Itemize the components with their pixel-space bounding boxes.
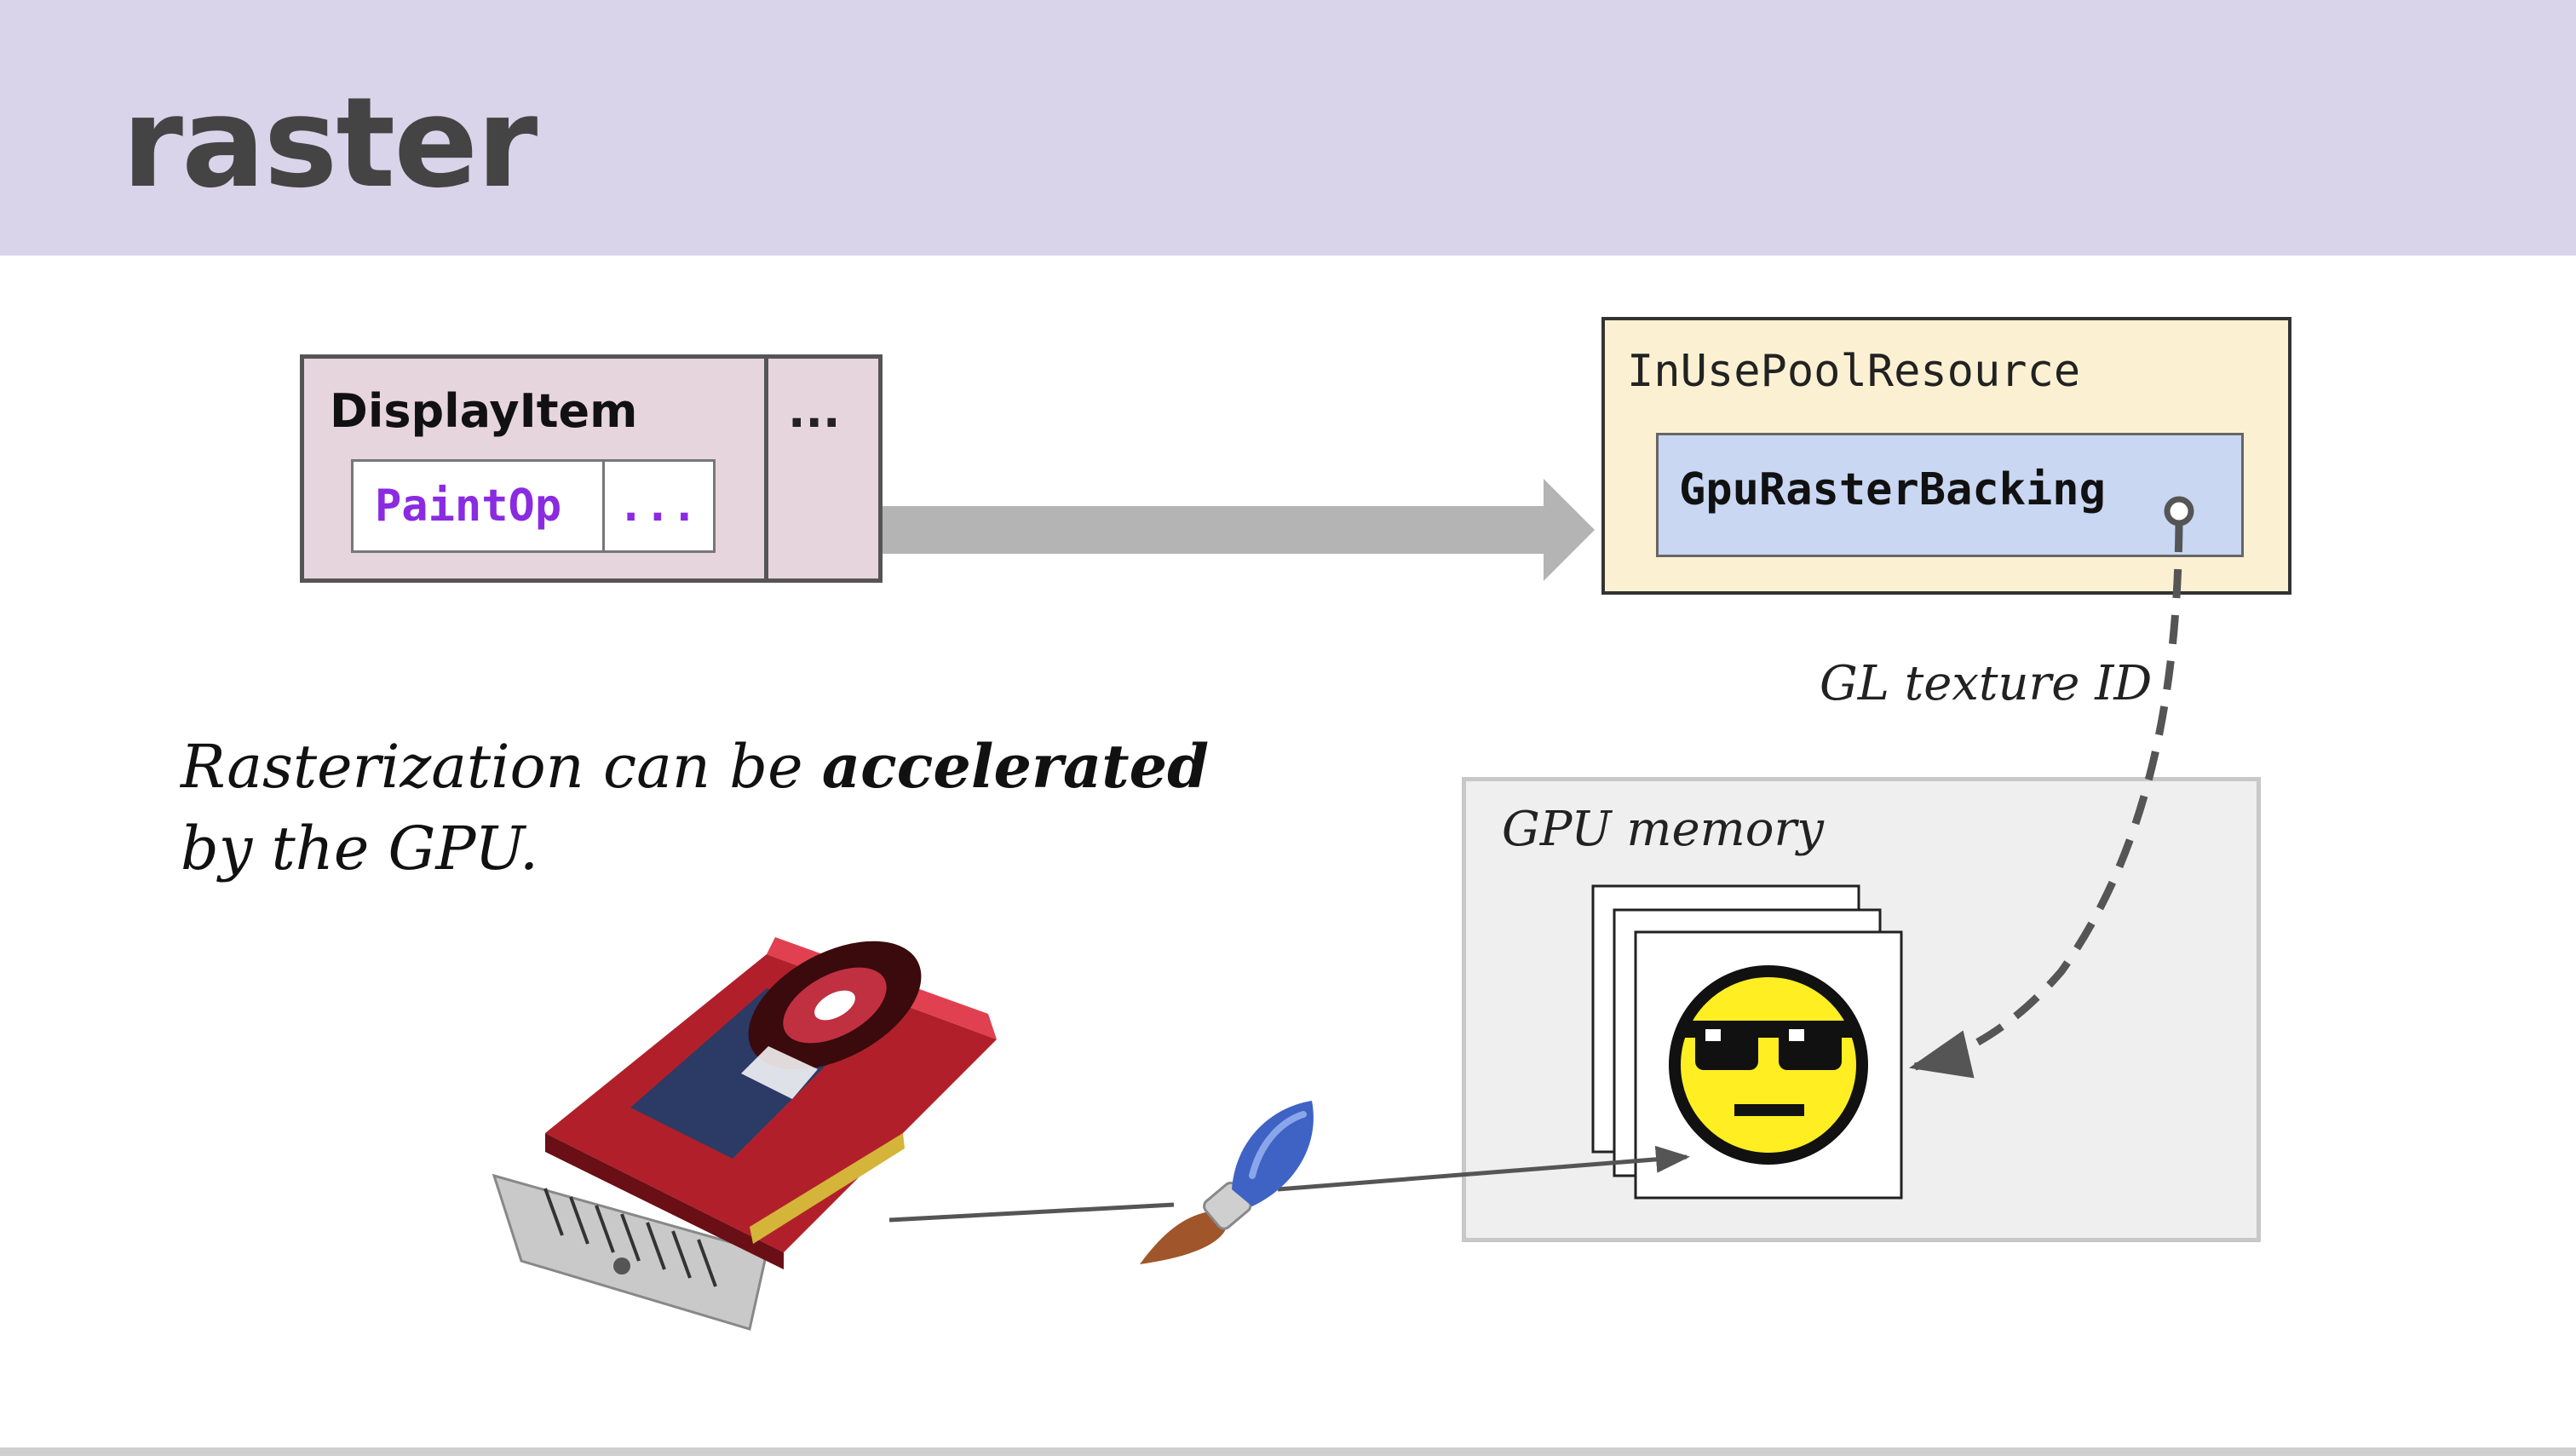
raster-flow-arrow (883, 479, 1595, 581)
display-item-divider (764, 354, 768, 583)
slide-title: raster (122, 71, 538, 216)
caption-emphasis: accelerated (821, 731, 1210, 802)
display-item-box: DisplayItem ... PaintOp ... (300, 354, 883, 583)
paint-op-more: ... (618, 481, 698, 532)
caption-line-2: by the GPU. (181, 814, 539, 883)
gpu-raster-backing-label: GpuRasterBacking (1679, 464, 2106, 515)
paint-op-divider (602, 459, 605, 553)
gpu-raster-backing-box: GpuRasterBacking (1656, 433, 2244, 557)
gl-texture-id-label: GL texture ID (1820, 656, 2153, 711)
slide-header: raster (0, 0, 2576, 256)
caption-line-1: Rasterization can be accelerated (181, 726, 1209, 808)
brush-to-texture-arrow (1277, 1145, 1690, 1192)
in-use-pool-resource-label: InUsePoolResource (1627, 346, 2081, 397)
gl-texture-link (1908, 496, 2194, 1079)
paint-op-label: PaintOp (375, 481, 562, 532)
display-item-label: DisplayItem (330, 384, 638, 438)
gpu-memory-label: GPU memory (1502, 802, 1824, 857)
display-item-more: ... (788, 384, 841, 438)
paintbrush-icon (1140, 1101, 1314, 1264)
gpu-to-brush-line (888, 1202, 1175, 1223)
caption: Rasterization can be accelerated by the … (181, 726, 1209, 889)
gpu-card-icon (492, 937, 997, 1331)
paint-op-box: PaintOp ... (351, 459, 716, 553)
caption-line-1-prefix: Rasterization can be (181, 732, 822, 802)
sunglasses-smiley-icon (1669, 965, 1868, 1165)
